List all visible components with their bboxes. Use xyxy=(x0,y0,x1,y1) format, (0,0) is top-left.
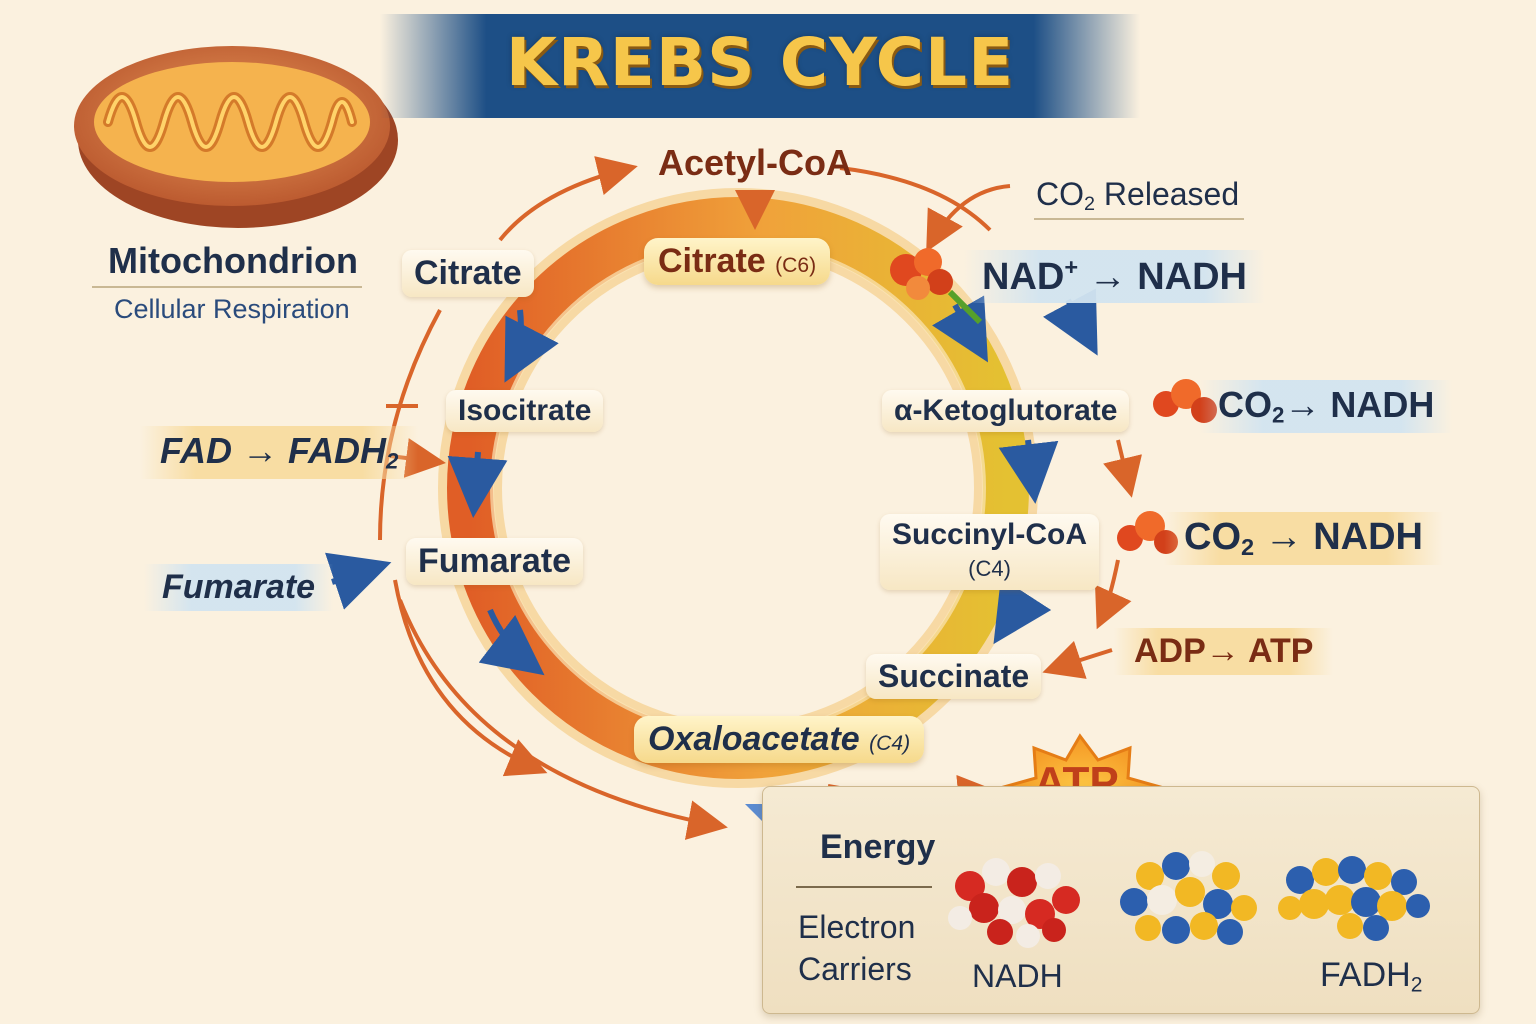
citrate-node: Citrate (C6) xyxy=(644,238,831,285)
citrate-carbon: (C6) xyxy=(775,254,817,277)
fadh2-legend-label: FADH2 xyxy=(1320,956,1422,997)
nadh-text: → NADH xyxy=(1284,384,1435,425)
electron-carrier-molecules xyxy=(948,851,1430,948)
nad-carrier-molecule xyxy=(1120,851,1257,945)
fadh2-subscript: 2 xyxy=(1410,973,1423,997)
fumarate-input-label: Fumarate xyxy=(144,564,334,611)
nadh-text: → NADH xyxy=(1254,516,1423,558)
acetyl-coa-label: Acetyl-CoA xyxy=(658,142,853,183)
citrate-left-label: Citrate xyxy=(402,250,534,297)
mitochondrion-sublabel: Cellular Respiration xyxy=(114,294,350,324)
co2-released-label: CO2 Released xyxy=(1036,176,1239,216)
green-arrow xyxy=(947,289,983,325)
oxaloacetate-node: Oxaloacetate (C4) xyxy=(634,716,925,763)
adp-to-atp-label: ADP→ ATP xyxy=(1114,628,1334,675)
carriers-text: Carriers xyxy=(798,951,912,987)
title-banner xyxy=(380,14,1140,118)
fadh-text: FADH xyxy=(1320,956,1411,994)
fad-text: FAD → FADH xyxy=(160,430,387,471)
nadh-legend-label: NADH xyxy=(972,958,1063,994)
energy-label: Energy xyxy=(820,828,936,866)
succinyl-coa-label: Succinyl-CoA xyxy=(892,518,1088,551)
nadh-text: → NADH xyxy=(1078,256,1247,299)
fadh2-molecule xyxy=(1278,856,1430,941)
blue-arrows xyxy=(324,288,1280,990)
fad-to-fadh2-label: FAD → FADH2 xyxy=(140,426,419,479)
co2-nadh-label-2: CO2 → NADH xyxy=(1164,512,1443,565)
succinyl-coa-carbon: (C4) xyxy=(968,556,1011,581)
mitochondrion-illustration xyxy=(74,46,398,228)
co2-subscript: 2 xyxy=(1084,192,1096,215)
co2-text: CO xyxy=(1036,176,1084,212)
succinyl-coa-node: Succinyl-CoA (C4) xyxy=(880,514,1100,590)
electron-carriers-label: Electron Carriers xyxy=(798,906,915,990)
divider xyxy=(1034,218,1244,220)
co2-molecule-1 xyxy=(890,248,953,300)
co2-text: CO xyxy=(1184,516,1241,558)
co2-subscript: 2 xyxy=(1272,402,1285,428)
nad-superscript: + xyxy=(1064,254,1079,280)
alpha-ketoglutarate-label: α-Ketoglutorate xyxy=(882,390,1130,432)
nad-text: NAD xyxy=(982,256,1065,299)
citrate-label: Citrate xyxy=(658,242,766,280)
fumarate-label: Fumarate xyxy=(406,538,584,585)
electron-text: Electron xyxy=(798,909,916,945)
co2-text: CO xyxy=(1218,384,1272,425)
nad-to-nadh-label: NAD+ → NADH xyxy=(964,250,1265,304)
nadh-molecule xyxy=(948,858,1080,948)
mitochondrion-label: Mitochondrion xyxy=(108,240,358,281)
co2-nadh-label-1: CO2→ NADH xyxy=(1200,380,1453,433)
fadh2-subscript: 2 xyxy=(386,448,399,474)
divider xyxy=(796,886,932,888)
succinate-label: Succinate xyxy=(866,654,1042,699)
page-title: KREBS CYCLE xyxy=(505,24,1015,101)
divider xyxy=(92,286,362,288)
isocitrate-label: Isocitrate xyxy=(446,390,604,432)
oxaloacetate-carbon: (C4) xyxy=(869,732,911,755)
released-text: Released xyxy=(1095,176,1240,212)
oxaloacetate-label: Oxaloacetate xyxy=(648,720,860,758)
co2-subscript: 2 xyxy=(1241,533,1255,560)
